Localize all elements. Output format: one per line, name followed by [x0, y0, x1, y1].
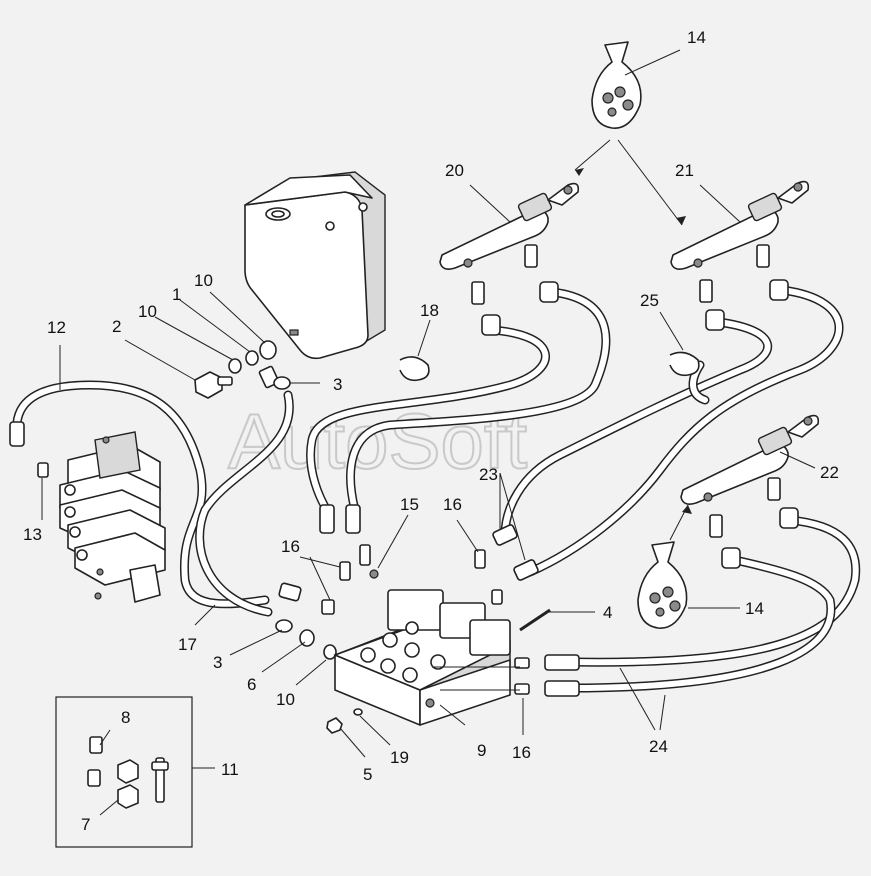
- label-9: 9: [477, 741, 486, 760]
- label-16-bottom: 16: [512, 743, 531, 762]
- hoses: [12, 285, 861, 693]
- hose-fittings: [9, 279, 799, 697]
- hose-20-a: [306, 325, 550, 520]
- hose-24-b: [565, 555, 836, 693]
- label-8: 8: [121, 708, 130, 727]
- label-10-top: 10: [194, 271, 213, 290]
- label-24: 24: [649, 737, 668, 756]
- hose-12: [12, 380, 270, 609]
- small-hardware: [326, 608, 551, 734]
- callout-labels: 1 2 3 3 4 5 6 7 8 9 10 10 10 11 12 13 14…: [23, 28, 839, 834]
- cylinder-21: [670, 180, 810, 270]
- adapters: [37, 244, 781, 695]
- label-3-tank: 3: [333, 375, 342, 394]
- tank-connection-parts: [194, 340, 337, 660]
- arrows: [575, 168, 692, 514]
- hose-17: [195, 390, 294, 617]
- cylinder-20: [439, 182, 580, 270]
- label-22: 22: [820, 463, 839, 482]
- label-10-mid: 10: [138, 302, 157, 321]
- label-1: 1: [172, 285, 181, 304]
- label-14-top: 14: [687, 28, 706, 47]
- label-7: 7: [81, 815, 90, 834]
- label-17: 17: [178, 635, 197, 654]
- label-5: 5: [363, 765, 372, 784]
- label-11: 11: [221, 760, 239, 779]
- hose-24-a: [565, 515, 861, 667]
- label-15: 15: [400, 495, 419, 514]
- label-14-bottom: 14: [745, 599, 764, 618]
- hose-20-b: [346, 287, 611, 515]
- label-18: 18: [420, 301, 439, 320]
- label-4: 4: [603, 603, 612, 622]
- hose-23-b: [525, 285, 844, 577]
- label-23: 23: [479, 465, 498, 484]
- label-3-lower: 3: [213, 653, 222, 672]
- spring-clips: [399, 351, 700, 382]
- label-12: 12: [47, 318, 66, 337]
- label-16-mid: 16: [443, 495, 462, 514]
- label-19: 19: [390, 748, 409, 767]
- oil-tank: [244, 171, 386, 360]
- valve-block: [333, 589, 511, 726]
- label-20: 20: [445, 161, 464, 180]
- section-valve-stack: [59, 431, 166, 603]
- hose-23-a: [500, 317, 773, 540]
- label-6: 6: [247, 675, 256, 694]
- label-2: 2: [112, 317, 121, 336]
- label-16-left: 16: [281, 537, 300, 556]
- label-10-bottom: 10: [276, 690, 295, 709]
- label-13: 13: [23, 525, 42, 544]
- label-25: 25: [640, 291, 659, 310]
- parts-bag-top: [591, 41, 642, 129]
- parts-bag-bottom: [637, 541, 688, 629]
- label-21: 21: [675, 161, 694, 180]
- cylinder-22: [680, 414, 820, 505]
- inset-box: [55, 696, 215, 848]
